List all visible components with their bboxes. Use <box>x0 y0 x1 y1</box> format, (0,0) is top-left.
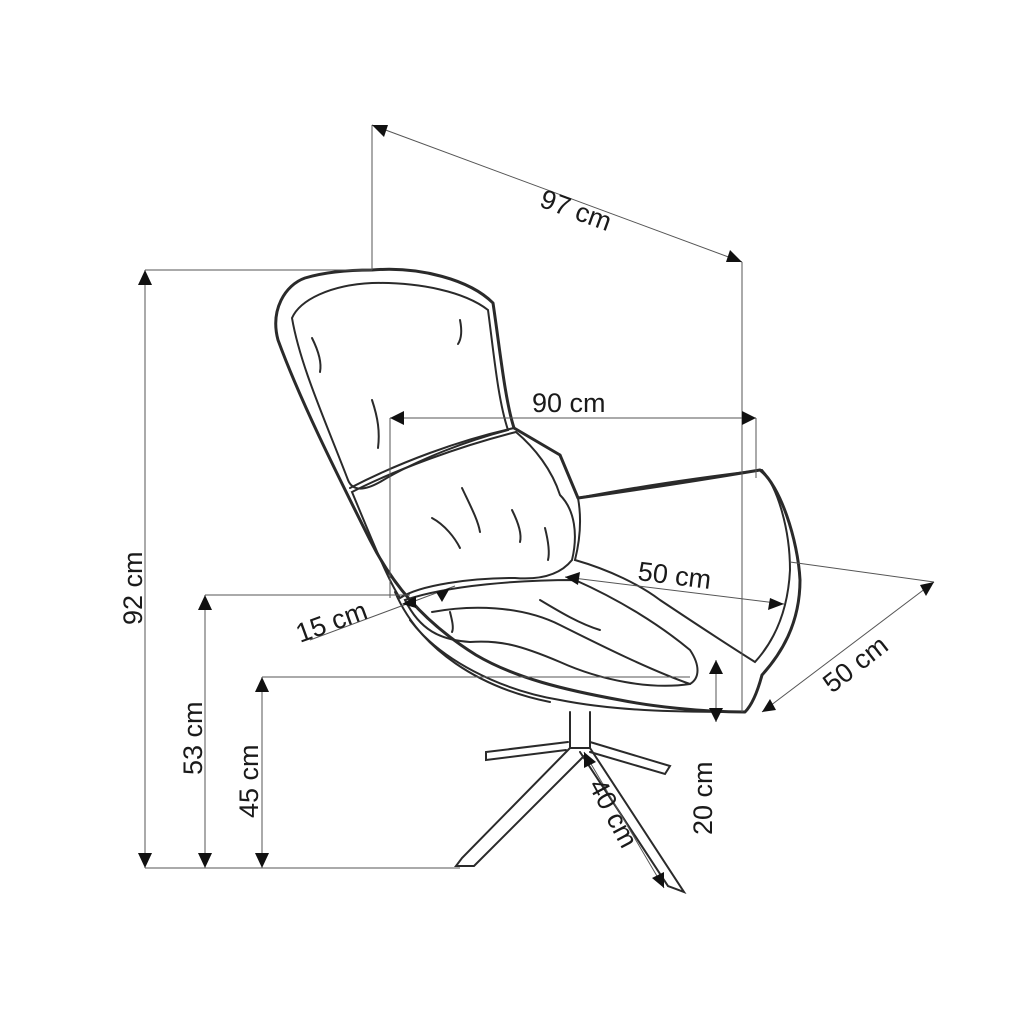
chair-column <box>569 711 591 749</box>
label-side-depth: 50 cm <box>817 630 893 699</box>
label-seat-height: 45 cm <box>234 744 264 818</box>
label-total-width: 97 cm <box>536 184 615 237</box>
chair-seat-front <box>431 606 691 685</box>
label-total-height: 92 cm <box>118 551 148 625</box>
label-base-height: 20 cm <box>688 761 718 835</box>
chair-shell-bottom <box>409 619 746 713</box>
leg-front-left <box>454 747 585 867</box>
chair-shell-rim <box>394 591 551 703</box>
chair-back-seam <box>349 427 515 489</box>
label-seat-depth: 50 cm <box>636 556 713 595</box>
tufting-marks <box>311 319 601 633</box>
label-armrest-height: 53 cm <box>178 701 208 775</box>
dimension-labels: 97 cm 90 cm 92 cm 53 cm 45 cm 15 cm 50 c… <box>118 184 894 853</box>
dimension-lines <box>138 124 935 889</box>
chair-backrest-inner <box>290 281 510 490</box>
chair-lumbar-cushion <box>350 430 576 600</box>
chair-armrest-right <box>573 468 792 664</box>
label-armrest-width: 15 cm <box>292 595 371 648</box>
chair-illustration <box>274 267 802 895</box>
leg-back-right <box>589 741 672 776</box>
label-seat-width: 90 cm <box>532 388 606 418</box>
leg-front-right <box>579 747 687 895</box>
chair-base <box>454 711 687 895</box>
leg-back-left <box>485 741 569 762</box>
label-leg-length: 40 cm <box>583 774 644 853</box>
